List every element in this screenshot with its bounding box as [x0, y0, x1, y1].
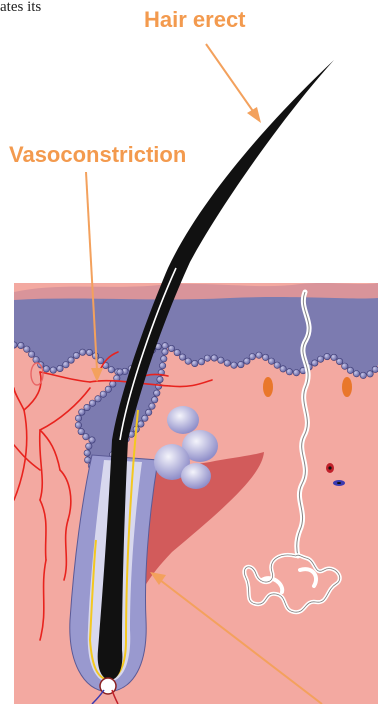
basal-bead [161, 356, 167, 362]
basal-bead [95, 396, 101, 402]
basal-bead [218, 357, 224, 363]
basal-bead [84, 450, 90, 456]
basal-bead [110, 381, 116, 387]
basal-bead [336, 358, 342, 364]
vessel-cross-section-red-dot [328, 466, 331, 469]
basal-bead [174, 349, 180, 355]
basal-bead [154, 390, 160, 396]
basal-bead [157, 376, 163, 382]
basal-bead [11, 342, 17, 348]
basal-bead [24, 346, 30, 352]
basal-bead [262, 354, 268, 360]
basal-bead [50, 367, 56, 373]
basal-bead [372, 366, 378, 372]
basal-bead [168, 345, 174, 351]
basal-bead [75, 422, 81, 428]
basal-bead [192, 360, 198, 366]
basal-bead [33, 357, 39, 363]
basal-bead [367, 371, 373, 377]
basal-bead [100, 391, 106, 397]
basal-bead [108, 367, 114, 373]
basal-bead [75, 415, 81, 421]
basal-bead [347, 367, 353, 373]
basal-bead [204, 355, 210, 361]
basal-bead [63, 362, 69, 368]
vessel-cross-section-blue-dot [337, 482, 341, 484]
basal-bead [256, 352, 262, 358]
basal-bead [84, 404, 90, 410]
basal-bead [317, 356, 323, 362]
basal-bead [28, 351, 34, 357]
basal-bead [159, 363, 165, 369]
basal-bead [89, 400, 95, 406]
basal-bead [249, 354, 255, 360]
label-vasoconstriction: Vasoconstriction [9, 142, 186, 167]
basal-bead [43, 366, 49, 372]
basal-bead [179, 354, 185, 360]
basal-bead [353, 371, 359, 377]
basal-bead [268, 358, 274, 364]
basal-bead [57, 365, 63, 371]
basal-bead [224, 360, 230, 366]
basal-bead [68, 357, 74, 363]
basal-bead [149, 403, 155, 409]
basal-bead [78, 428, 84, 434]
basal-bead [286, 369, 292, 375]
basal-bead [146, 409, 152, 415]
basal-bead [185, 358, 191, 364]
basal-bead [360, 372, 366, 378]
basal-bead [198, 359, 204, 365]
basal-bead [324, 353, 330, 359]
basal-bead [86, 349, 92, 355]
basal-bead [86, 443, 92, 449]
caption-fragment: ates its [0, 0, 41, 15]
basal-bead [312, 360, 318, 366]
basal-bead [142, 415, 148, 421]
basal-bead [83, 434, 89, 440]
basal-bead [162, 343, 168, 349]
basal-bead [274, 362, 280, 368]
basal-bead [342, 363, 348, 369]
capillary-loop [342, 377, 352, 397]
basal-bead [89, 437, 95, 443]
basal-bead [231, 362, 237, 368]
basal-bead [73, 352, 79, 358]
basal-bead [211, 355, 217, 361]
basal-bead [79, 349, 85, 355]
basal-bead [238, 361, 244, 367]
capillary-loop [263, 377, 273, 397]
basal-bead [244, 358, 250, 364]
basal-bead [331, 354, 337, 360]
arrow-hair-erect [206, 44, 261, 123]
basal-bead [162, 349, 168, 355]
basal-bead [280, 366, 286, 372]
basal-bead [79, 409, 85, 415]
basal-bead [18, 342, 24, 348]
basal-bead [152, 397, 158, 403]
label-hair-erect: Hair erect [144, 7, 246, 32]
basal-bead [98, 358, 104, 364]
tissue-block [11, 283, 378, 704]
basal-bead [138, 421, 144, 427]
basal-bead [293, 370, 299, 376]
basal-bead [105, 386, 111, 392]
basal-bead [117, 369, 123, 375]
